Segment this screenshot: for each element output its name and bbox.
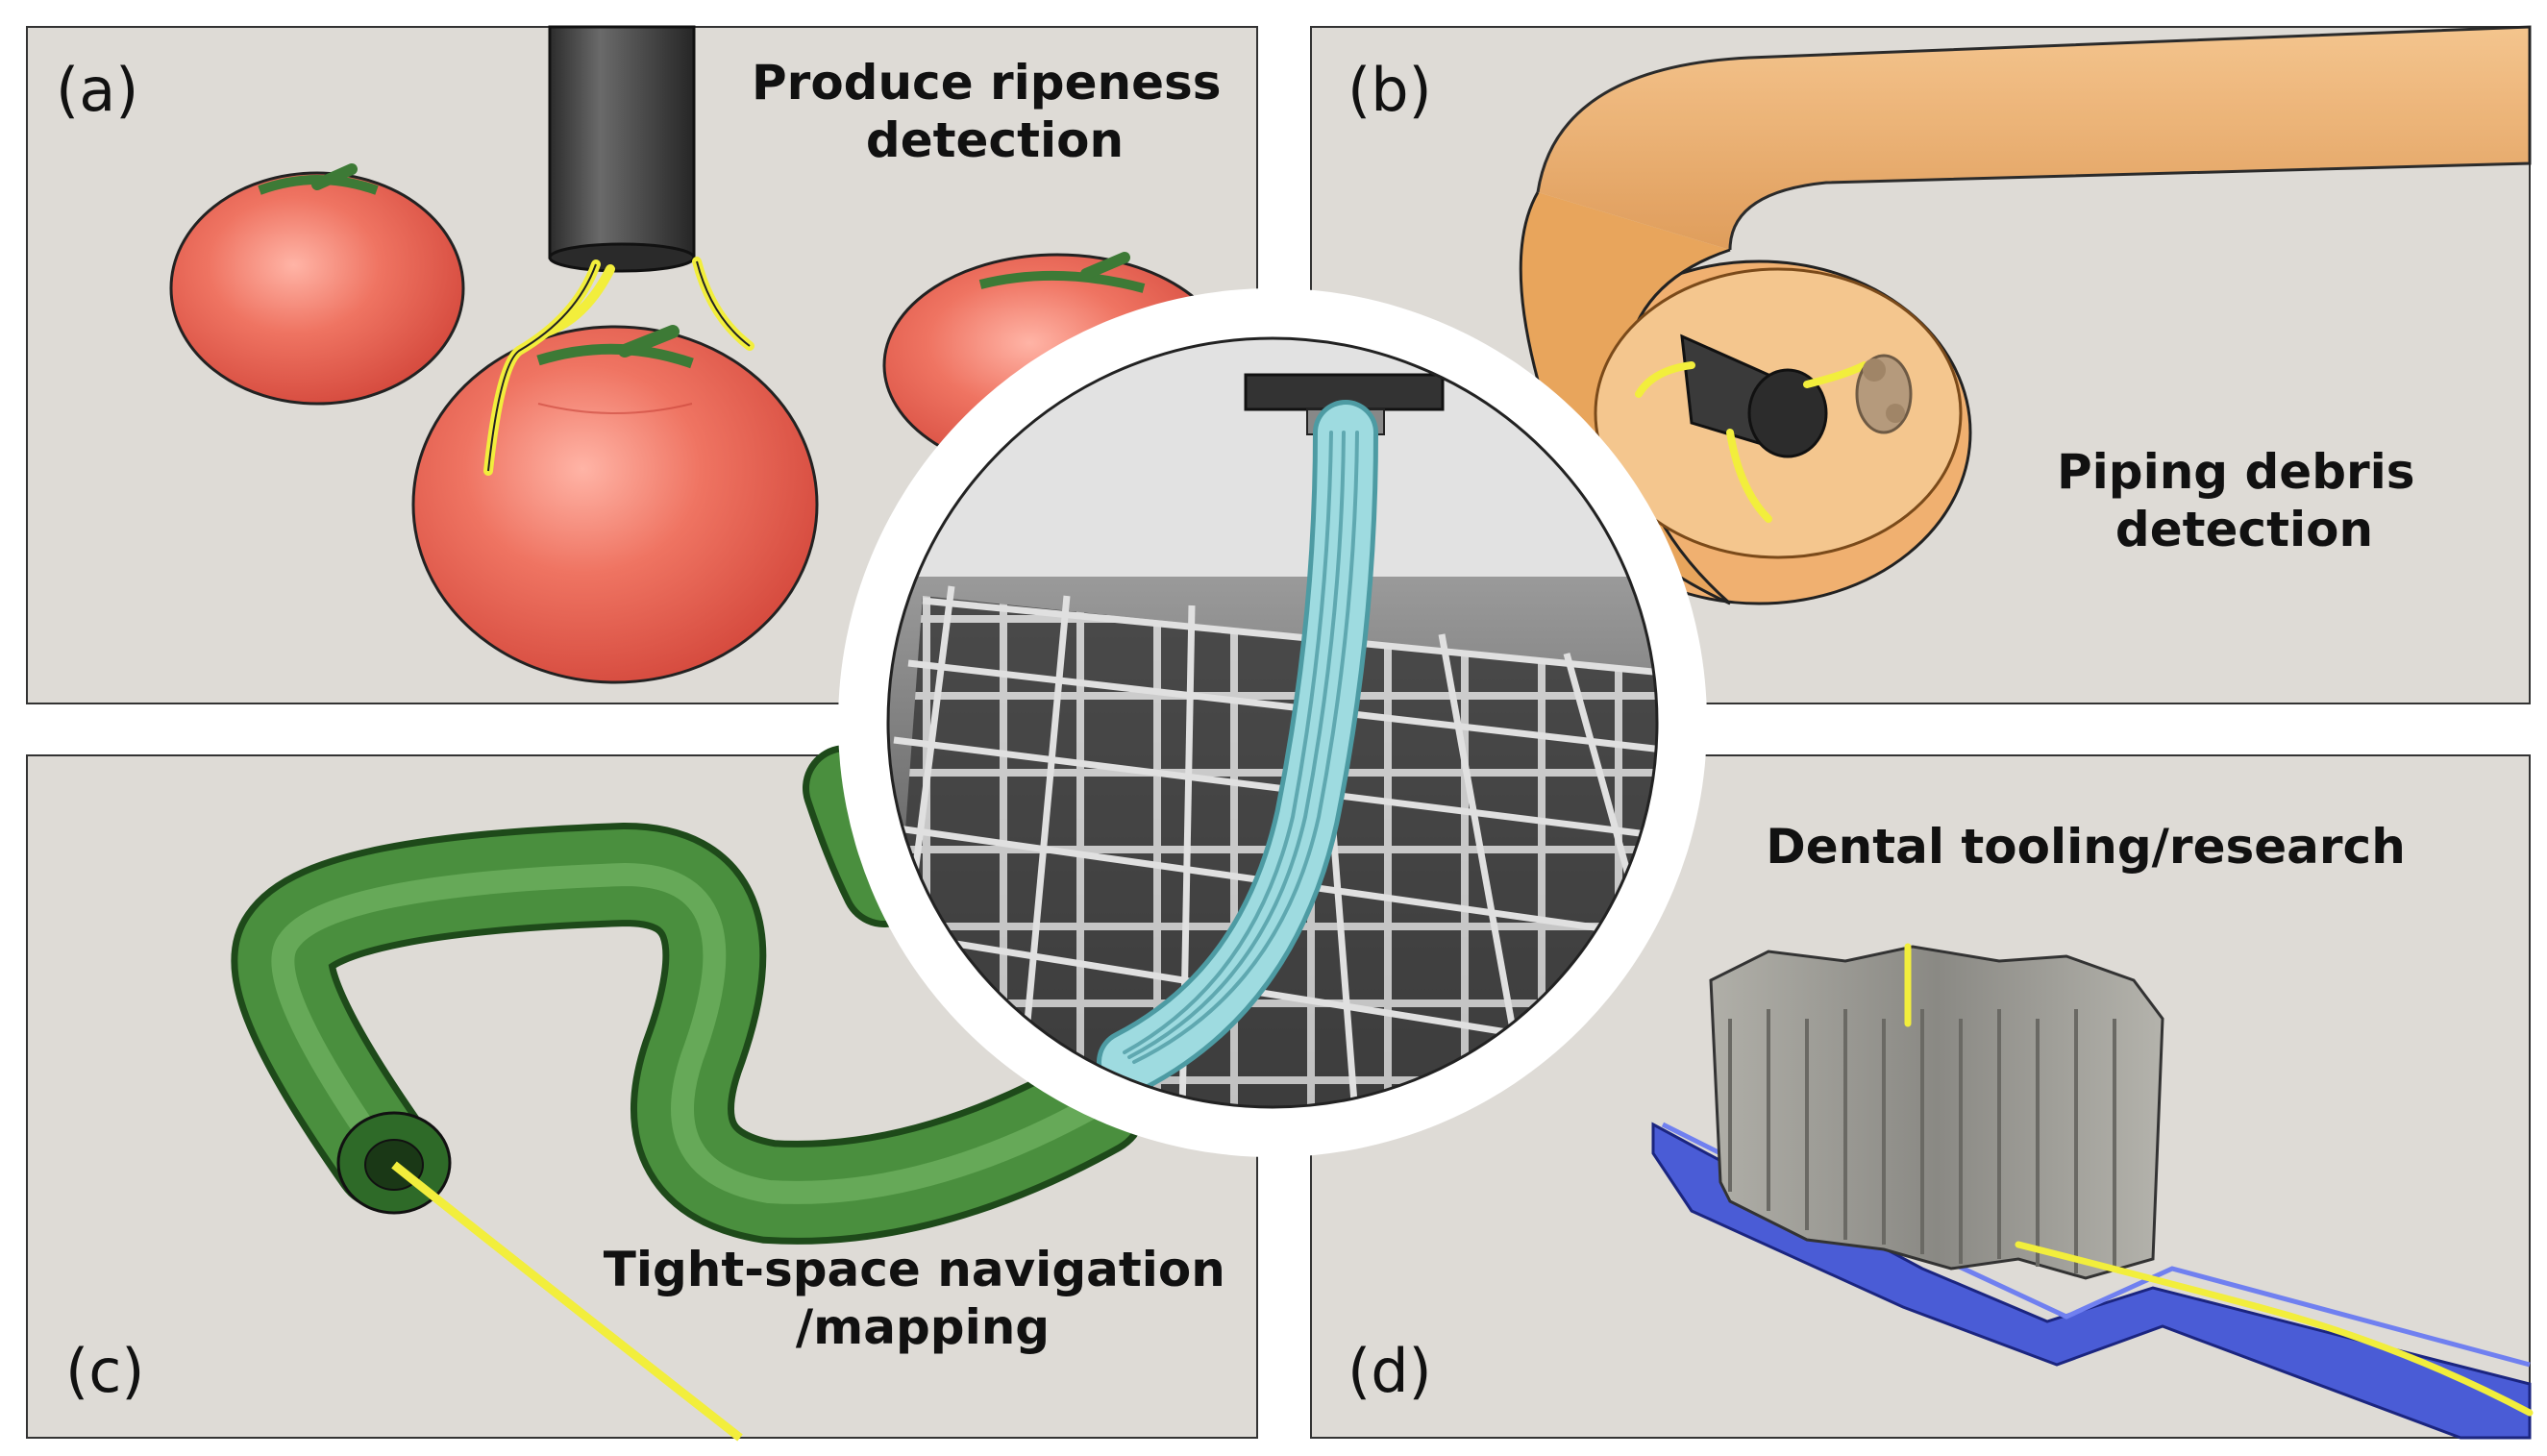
- panel-b-caption: Piping debris detection: [2057, 444, 2432, 557]
- panel-c-caption-line-2: /mapping: [796, 1299, 1050, 1355]
- panel-b-letter: (b): [1348, 55, 1432, 125]
- panel-d: [1310, 754, 2534, 1440]
- pipe-inspection-probe: [1680, 333, 1828, 458]
- sensor-probe: [548, 25, 696, 273]
- panel-a-caption-line-2: detection: [866, 112, 1124, 168]
- panel-c-caption: Tight-space navigation /mapping: [604, 1242, 1243, 1355]
- debris-clump: [1855, 354, 1913, 434]
- tomato-front: [411, 325, 819, 684]
- tube-yellow-fiber: [391, 1161, 743, 1442]
- center-inset: [838, 288, 1707, 1157]
- panel-d-letter: (d): [1348, 1336, 1432, 1406]
- panel-c-caption-line-1: Tight-space navigation: [604, 1242, 1225, 1297]
- pipe-sensor-whiskers: [1635, 361, 1868, 523]
- panel-b-caption-line-1: Piping debris: [2057, 444, 2415, 500]
- panel-c-letter: (c): [65, 1336, 144, 1406]
- panel-b-caption-line-2: detection: [2115, 502, 2373, 557]
- toothbrush-bristles: [1709, 945, 2164, 1280]
- panel-a-caption: Produce ripeness detection: [752, 55, 1238, 168]
- center-fiber-bundle: [1097, 400, 1378, 1095]
- panel-a-caption-line-1: Produce ripeness: [752, 55, 1222, 111]
- toothbrush-yellow-fiber: [1904, 943, 2534, 1417]
- panel-d-caption: Dental tooling/research: [1766, 819, 2406, 875]
- panel-a-letter: (a): [56, 55, 138, 125]
- panel-d-caption-line-1: Dental tooling/research: [1766, 819, 2406, 875]
- tomato-back-left: [169, 163, 465, 406]
